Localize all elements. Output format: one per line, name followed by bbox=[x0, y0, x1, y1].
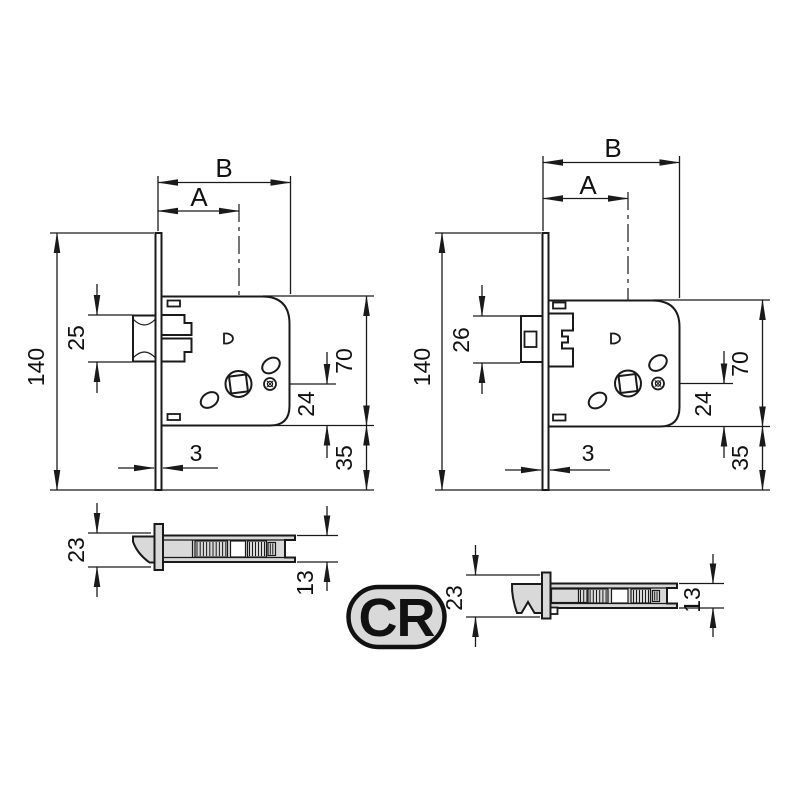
right-side-parts bbox=[510, 571, 678, 620]
right-front-parts bbox=[520, 232, 681, 491]
latch-bolt-top-arc bbox=[132, 318, 156, 326]
right-side-labels: 23 13 bbox=[441, 585, 705, 613]
case-slot-top bbox=[552, 301, 567, 310]
spindle-square-hole bbox=[617, 372, 639, 395]
right-front-view: 140 26 B A 70 24 35 3 bbox=[409, 133, 770, 491]
brand-logo-badge bbox=[346, 584, 447, 650]
stop-pin bbox=[223, 332, 234, 345]
latch-bolt-bevel bbox=[132, 535, 156, 564]
spring-coil-2 bbox=[633, 590, 649, 603]
dim-label-plate-thickness-right: 3 bbox=[582, 440, 595, 466]
dim-label-plate-below-left: 35 bbox=[331, 445, 357, 471]
brand-logo: CR bbox=[346, 584, 447, 650]
spring-coil bbox=[580, 590, 607, 603]
screw-cross bbox=[654, 379, 662, 388]
dim-label-latch-height-left: 25 bbox=[63, 325, 89, 351]
left-side-parts bbox=[132, 523, 296, 571]
dim-label-overall-width-right: B bbox=[604, 133, 621, 163]
latch-bolt-bottom-arc bbox=[132, 351, 156, 359]
spring-coil bbox=[196, 542, 227, 556]
left-front-dimension-lines bbox=[50, 176, 374, 491]
dim-label-plate-height-left: 140 bbox=[23, 348, 49, 386]
spring-coil-2 bbox=[249, 542, 265, 556]
dim-label-spindle-offset-left: 24 bbox=[293, 391, 319, 417]
faceplate bbox=[541, 232, 550, 491]
mounting-hole-upper bbox=[648, 354, 668, 372]
dim-label-backset-left: A bbox=[190, 182, 208, 212]
right-front-labels: 140 26 B A 70 24 35 3 bbox=[409, 133, 753, 471]
spindle-square-hole bbox=[227, 373, 250, 395]
right-side-dimension-lines bbox=[466, 545, 724, 647]
latch-bolt-point bbox=[510, 583, 543, 614]
dim-label-case-height-right: 70 bbox=[727, 351, 753, 377]
right-side-view: 23 13 bbox=[441, 545, 724, 647]
dim-label-latch-depth-left: 23 bbox=[63, 537, 89, 563]
brand-logo-text: CR bbox=[359, 588, 435, 648]
latch-tail bbox=[547, 312, 574, 368]
dim-label-case-height-left: 70 bbox=[331, 348, 357, 374]
dim-label-plate-below-right: 35 bbox=[727, 445, 753, 471]
dim-label-spindle-offset-right: 24 bbox=[690, 391, 716, 417]
dim-label-case-thickness-left: 13 bbox=[292, 570, 318, 596]
slider-block bbox=[229, 540, 247, 558]
case-slot-bottom bbox=[552, 413, 567, 422]
left-front-parts bbox=[132, 232, 291, 491]
latch-bolt-insert bbox=[523, 330, 538, 348]
dim-label-latch-height-right: 26 bbox=[448, 327, 474, 353]
left-front-labels: 140 25 B A 70 24 35 3 bbox=[23, 153, 357, 471]
left-front-view: 140 25 B A 70 24 35 3 bbox=[23, 153, 374, 491]
spring-housing bbox=[194, 540, 229, 558]
screw-cross bbox=[266, 380, 274, 388]
faceplate-edge bbox=[153, 523, 164, 571]
slider-block bbox=[610, 588, 629, 604]
lock-case bbox=[160, 295, 291, 427]
faceplate-foot bbox=[549, 606, 559, 615]
dim-label-backset-right: A bbox=[579, 170, 597, 200]
mounting-hole-lower bbox=[587, 391, 608, 410]
lock-case bbox=[547, 299, 681, 428]
faceplate bbox=[154, 232, 163, 491]
spring-housing-2 bbox=[630, 588, 652, 604]
dim-label-latch-depth-right: 23 bbox=[441, 585, 467, 611]
dim-label-case-thickness-right: 13 bbox=[679, 587, 705, 613]
mounting-hole-upper bbox=[261, 356, 281, 375]
spring-housing-2 bbox=[246, 540, 268, 558]
left-side-dimension-lines bbox=[88, 503, 338, 597]
case-slot-bottom bbox=[166, 413, 181, 421]
dim-label-plate-thickness-left: 3 bbox=[190, 440, 203, 466]
spring-housing bbox=[577, 588, 609, 604]
faceplate-edge bbox=[541, 571, 552, 620]
left-side-labels: 23 13 bbox=[63, 537, 318, 596]
dim-label-plate-height-right: 140 bbox=[409, 348, 435, 386]
case-slot-top bbox=[166, 299, 181, 308]
mounting-hole-lower bbox=[199, 391, 220, 409]
dim-label-overall-width-left: B bbox=[215, 153, 232, 183]
left-side-view: 23 13 bbox=[63, 503, 338, 597]
stop-pin bbox=[610, 332, 621, 345]
